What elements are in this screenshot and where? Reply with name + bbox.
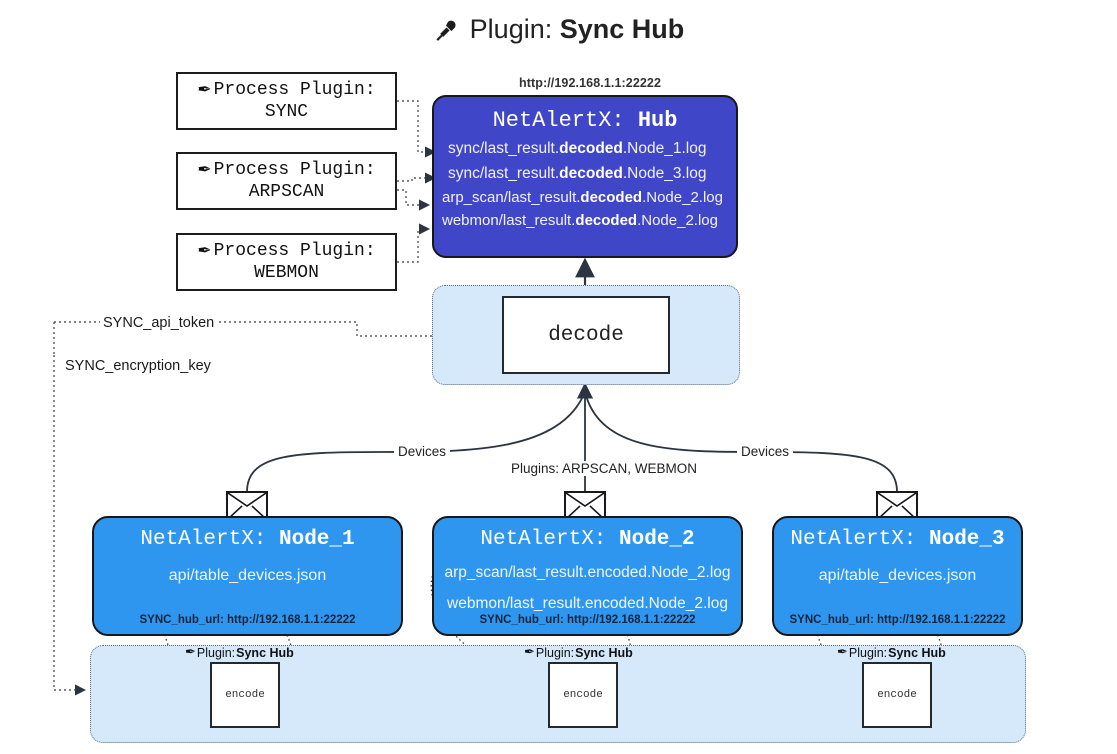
hub-log-line: webmon/last_result.decoded.Node_2.log [442,212,718,229]
encode-box-3[interactable]: encode [862,662,932,728]
plug-icon: ✒ [185,645,196,660]
plug-icon: ✒ [197,160,212,180]
encoder-plugin-label-2: ✒Plugin: Sync Hub [524,645,633,660]
process-plugin-box-sync[interactable]: ✒ Process Plugin: SYNC [176,72,397,130]
process-plugin-box-arpscan[interactable]: ✒ Process Plugin: ARPSCAN [176,152,397,210]
edge-label-devices-right: Devices [737,444,794,459]
node-card-node-2[interactable]: NetAlertX: Node_2 arp_scan/last_result.e… [432,516,743,636]
node-title: NetAlertX: Node_2 [480,528,695,551]
process-plugin-label: Process Plugin: [213,241,376,261]
process-plugin-name: ARPSCAN [248,182,325,202]
secret-label-api-token: SYNC_api_token [100,315,218,331]
plug-icon: ✒ [837,645,848,660]
encode-box-1[interactable]: encode [210,662,280,728]
hub-card[interactable]: NetAlertX: Hub sync/last_result.decoded.… [432,95,738,258]
plugin-to-hub-wires [397,100,437,263]
node-artifact-line: api/table_devices.json [818,567,977,584]
page-title-name: Sync Hub [559,14,685,44]
process-plugin-box-webmon[interactable]: ✒ Process Plugin: WEBMON [176,233,397,291]
plug-icon: ✒ [524,645,535,660]
plug-icon: ✒ [197,80,212,100]
encoder-plugin-label-3: ✒Plugin: Sync Hub [837,645,946,660]
process-plugin-label: Process Plugin: [213,160,376,180]
edge-label-devices-left: Devices [394,444,451,459]
hub-log-line: sync/last_result.decoded.Node_3.log [448,165,707,182]
secret-label-encryption-key: SYNC_encryption_key [62,358,214,374]
decode-box[interactable]: decode [502,296,670,374]
page-title: Plugin: Sync Hub [0,14,1117,45]
hub-log-line: arp_scan/last_result.decoded.Node_2.log [442,189,723,206]
encode-box-2[interactable]: encode [548,662,618,728]
node-hub-url-label: SYNC_hub_url: http://192.168.1.1:22222 [479,614,696,626]
node-title: NetAlertX: Node_3 [790,528,1005,551]
hub-log-line: sync/last_result.decoded.Node_1.log [448,140,707,157]
encoder-plugin-label-1: ✒Plugin: Sync Hub [185,645,294,660]
process-plugin-label: Process Plugin: [213,80,376,100]
edge-label-plugins-center: Plugins: ARPSCAN, WEBMON [507,461,702,476]
process-plugin-name: WEBMON [254,263,319,283]
node-title: NetAlertX: Node_1 [140,528,355,551]
node-hub-url-label: SYNC_hub_url: http://192.168.1.1:22222 [789,614,1006,626]
plug-icon: ✒ [197,241,212,261]
node-artifact-line: api/table_devices.json [168,567,327,584]
node-hub-url-label: SYNC_hub_url: http://192.168.1.1:22222 [139,614,356,626]
hub-title: NetAlertX: Hub [492,108,678,133]
node-card-node-1[interactable]: NetAlertX: Node_1 api/table_devices.json… [92,516,403,636]
node-to-decode-wires [246,382,898,493]
node-artifact-line: arp_scan/last_result.encoded.Node_2.log [444,564,731,581]
process-plugin-name: SYNC [264,102,309,122]
plug-icon [433,16,466,44]
page-title-prefix: Plugin: [469,14,560,44]
node-card-node-3[interactable]: NetAlertX: Node_3 api/table_devices.json… [772,516,1023,636]
node-artifact-line: webmon/last_result.encoded.Node_2.log [447,595,728,612]
hub-url-label: http://192.168.1.1:22222 [518,76,662,90]
